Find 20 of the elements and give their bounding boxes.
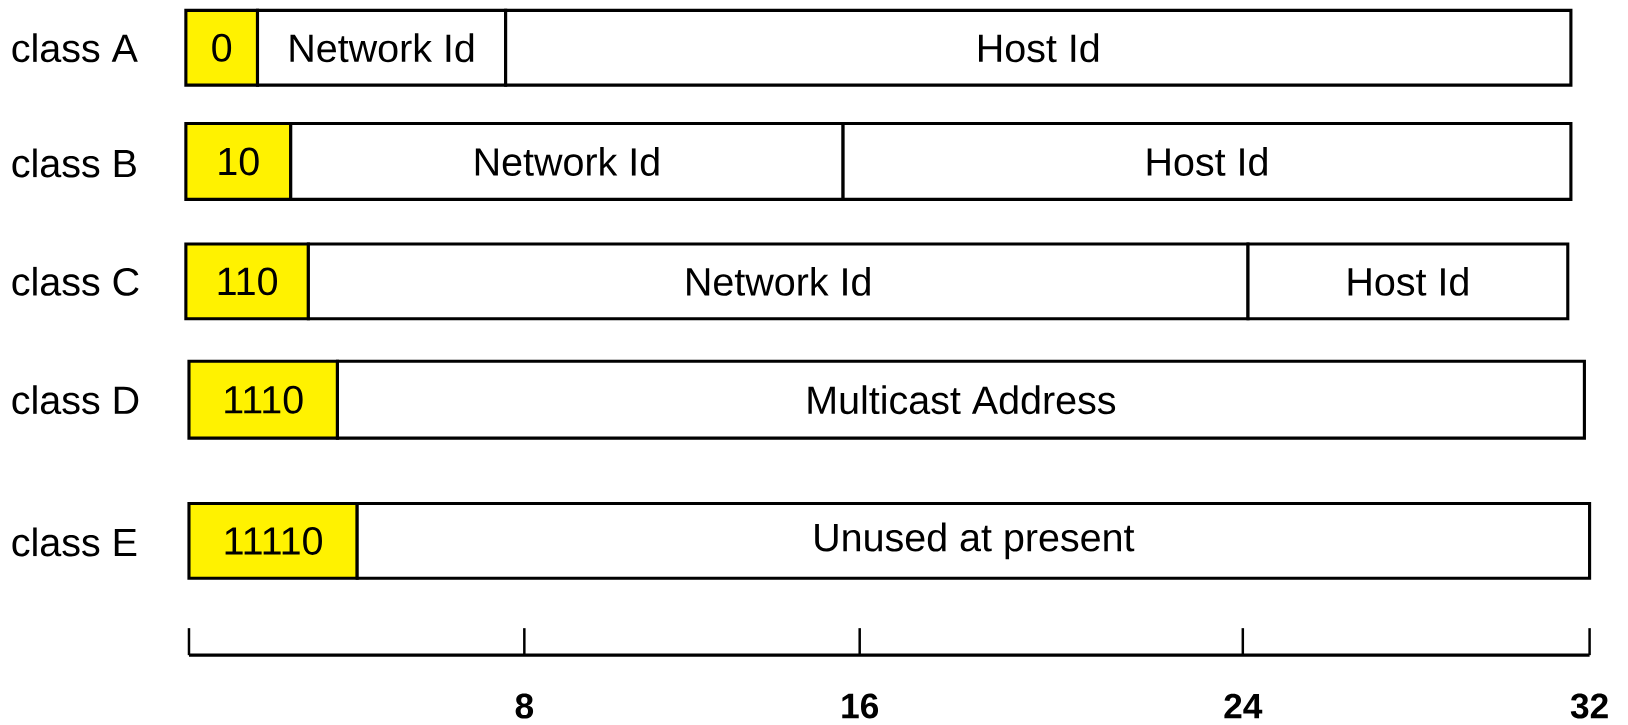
- prefix-bits-box: 1110: [187, 359, 339, 440]
- address-field-box: Host Id: [841, 122, 1573, 202]
- prefix-bits-box: 10: [184, 122, 293, 202]
- prefix-bits-box: 0: [184, 8, 260, 87]
- address-field-box: Host Id: [1246, 242, 1570, 321]
- row-label: class E: [12, 527, 137, 557]
- tick-label: 32: [1570, 693, 1608, 719]
- row-label: class D: [12, 385, 139, 415]
- tick-label: 24: [1224, 693, 1263, 719]
- tick-label: 16: [842, 693, 879, 719]
- prefix-bits-box: 110: [184, 242, 310, 321]
- tick-label: 8: [515, 693, 534, 719]
- address-field-box: Unused at present: [355, 502, 1592, 580]
- row-label: class B: [12, 148, 136, 178]
- prefix-bits-box: 11110: [187, 502, 359, 580]
- row-label: class C: [12, 267, 139, 296]
- row-label: class A: [12, 33, 138, 63]
- address-field-box: Multicast Address: [335, 359, 1586, 440]
- address-field-box: Network Id: [255, 8, 508, 87]
- address-field-box: Network Id: [289, 122, 845, 202]
